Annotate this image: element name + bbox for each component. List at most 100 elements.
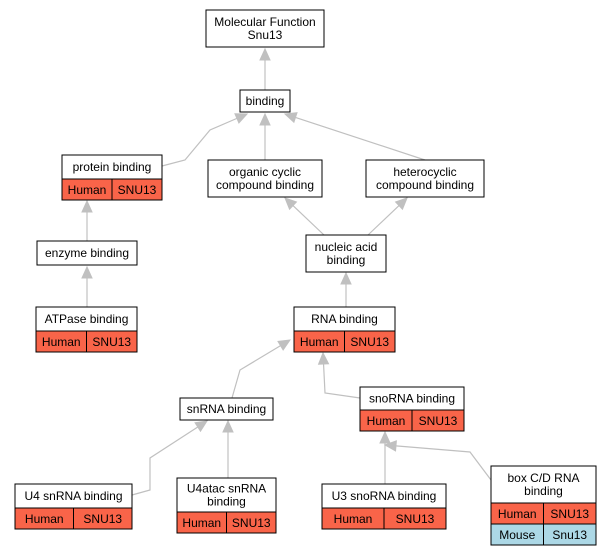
node-snrna-binding[interactable]: snRNA binding: [179, 397, 274, 421]
species-label: Human: [42, 335, 81, 349]
edge-line: [367, 205, 400, 236]
gene-cell: [86, 330, 138, 353]
node-box: [205, 9, 325, 48]
edge-rna-binding-to-nucleic-acid: [340, 271, 352, 307]
arrowhead-icon: [317, 351, 330, 365]
gene-cell: [73, 507, 133, 530]
node-label: heterocyclic: [393, 165, 456, 179]
node-box: [14, 483, 133, 509]
species-label: Human: [367, 414, 406, 428]
edge-u4-snrna-to-snrna-binding: [131, 420, 209, 496]
gene-label: SNU13: [232, 516, 271, 530]
arrowhead-icon: [383, 440, 397, 452]
arrowhead-icon: [259, 47, 271, 61]
edge-enzyme-binding-to-protein-binding: [81, 199, 93, 241]
gene-label: SNU13: [396, 512, 435, 526]
gene-cell: [543, 523, 597, 546]
species-label: Human: [498, 507, 537, 521]
edge-snorna-binding-to-rna-binding: [317, 351, 361, 399]
gene-cell: [111, 178, 163, 201]
node-label: enzyme binding: [45, 246, 129, 260]
node-box: [239, 89, 291, 113]
edge-heterocyclic-to-binding: [283, 112, 426, 161]
node-label: binding: [207, 495, 246, 509]
node-label: compound binding: [216, 178, 314, 192]
species-label: Human: [25, 512, 64, 526]
gene-cell: [383, 507, 447, 530]
edge-snrna-binding-to-rna-binding: [231, 339, 292, 399]
node-box: [36, 240, 138, 266]
node-label: U3 snoRNA binding: [332, 489, 437, 503]
gene-label: SNU13: [550, 507, 589, 521]
edge-u3-snorna-to-snorna-binding: [379, 430, 391, 484]
arrowhead-icon: [234, 113, 249, 124]
node-box: [293, 306, 396, 332]
gene-label: SNU13: [83, 512, 122, 526]
node-label: ATPase binding: [45, 312, 129, 326]
arrowhead-icon: [81, 265, 93, 279]
arrowhead-icon: [284, 197, 298, 211]
species-label: Human: [334, 512, 373, 526]
gene-label: SNU13: [118, 183, 157, 197]
edge-line: [161, 117, 238, 167]
node-label: snRNA binding: [187, 402, 266, 416]
edge-protein-binding-to-binding: [161, 113, 249, 167]
node-label: RNA binding: [311, 312, 378, 326]
node-label: box C/D RNA: [507, 471, 579, 485]
arrowhead-icon: [259, 112, 271, 126]
edge-line: [231, 345, 281, 399]
node-box: [365, 159, 485, 198]
node-label: binding: [246, 94, 285, 108]
edge-u4atac-snrna-to-snrna-binding: [222, 419, 234, 478]
gene-label: SNU13: [350, 335, 389, 349]
arrowhead-icon: [222, 419, 234, 433]
node-label: U4 snRNA binding: [24, 489, 122, 503]
node-box: [176, 477, 277, 513]
species-label: Mouse: [499, 528, 535, 542]
node-label: binding: [524, 484, 563, 498]
node-box: [305, 234, 387, 273]
node-label: nucleic acid: [315, 240, 378, 254]
node-label: binding: [327, 253, 366, 267]
edge-line: [395, 445, 492, 481]
gene-label: SNU13: [92, 335, 131, 349]
edge-binding-to-molecular-function: [259, 47, 271, 90]
arrowhead-icon: [283, 112, 298, 124]
edge-line: [292, 205, 325, 236]
node-enzyme-binding[interactable]: enzyme binding: [36, 240, 138, 266]
node-label: Snu13: [248, 28, 283, 42]
node-binding[interactable]: binding: [239, 89, 291, 113]
arrowhead-icon: [379, 430, 391, 444]
gene-label: Snu13: [552, 528, 587, 542]
arrowhead-icon: [394, 197, 408, 211]
arrowhead-icon: [277, 339, 292, 351]
node-label: U4atac snRNA: [187, 482, 266, 496]
edge-nucleic-acid-to-heterocyclic: [367, 197, 408, 236]
arrowhead-icon: [194, 420, 209, 433]
arrowhead-icon: [340, 271, 352, 285]
gene-cell: [226, 511, 277, 534]
gene-label: SNU13: [419, 414, 458, 428]
node-label: organic cyclic: [229, 165, 301, 179]
node-label: compound binding: [376, 178, 474, 192]
node-box: [207, 159, 323, 198]
node-label: protein binding: [73, 160, 152, 174]
edge-line: [131, 426, 199, 496]
node-box: [179, 397, 274, 421]
edge-box-cd-rna-to-snorna-binding: [383, 440, 492, 481]
node-label: Molecular Function: [214, 15, 315, 29]
